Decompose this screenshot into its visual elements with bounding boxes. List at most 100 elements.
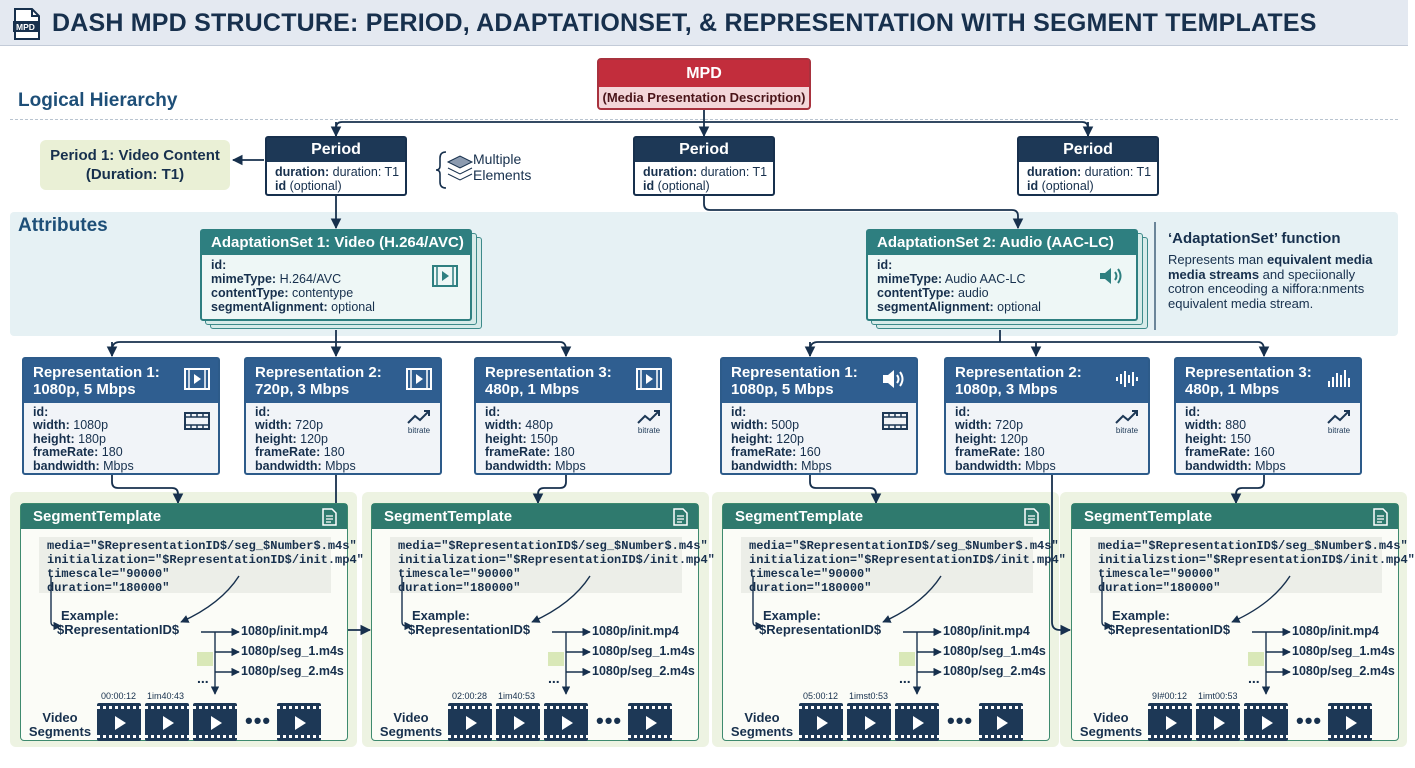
- document-icon: [673, 508, 688, 526]
- rep-attr-value: 180: [553, 445, 575, 460]
- code-line: timescale="90000": [1098, 567, 1221, 581]
- rep-attr-value: 120p: [300, 431, 328, 446]
- representation-subtitle: 480p, 1 Mbps: [485, 381, 580, 398]
- period-attr-key: id: [1027, 179, 1039, 193]
- rep-attr-value: 180: [101, 445, 123, 460]
- play-icon: [997, 716, 1008, 730]
- code-line: media="$RepresentationID$/seg_$Number$.m…: [398, 539, 708, 553]
- rep-attr-key: id:: [955, 405, 971, 419]
- rep-attr-key: frameRate:: [731, 445, 797, 460]
- more-segments-ellipsis: •••: [596, 708, 623, 733]
- rep-attr-value: 180: [1023, 445, 1045, 460]
- rep-attr-key: height:: [955, 431, 997, 446]
- adaptation-attr-key: id:: [211, 258, 227, 272]
- video-segment-thumbnail[interactable]: [799, 703, 843, 741]
- output-file: 1080p/init.mp4: [1292, 624, 1379, 638]
- play-icon: [514, 716, 525, 730]
- adaptation-attr-value: contentype: [292, 286, 354, 300]
- play-icon: [115, 716, 126, 730]
- adaptation-function-title: ‘AdaptationSet’ function: [1168, 230, 1341, 247]
- representation-subtitle: 480p, 1 Mbps: [1185, 381, 1280, 398]
- rep-attr-value: Mbps: [555, 458, 586, 473]
- representation-subtitle: 720p, 3 Mbps: [255, 381, 350, 398]
- representation-title: Representation 2:: [255, 364, 382, 381]
- period-callout-line2: (Duration: T1): [85, 166, 185, 183]
- video-segment-thumbnail[interactable]: [544, 703, 588, 741]
- rep-attr-value: 480p: [525, 418, 554, 433]
- rep-attr-value: 880: [1225, 418, 1247, 433]
- video-segment-thumbnail[interactable]: [448, 703, 492, 741]
- film-icon: [882, 412, 908, 430]
- rep-attr-value: 1080p: [73, 418, 109, 433]
- rep-attr-key: id:: [255, 405, 271, 419]
- example-line2: $RepresentationID$: [57, 622, 180, 637]
- video-segment-thumbnail[interactable]: [1196, 703, 1240, 741]
- video-segment-thumbnail[interactable]: [496, 703, 540, 741]
- timestamp: 02:00:28: [452, 691, 488, 701]
- period-title: Period: [1019, 138, 1157, 162]
- period-attr-value: duration: T1: [332, 165, 400, 179]
- rep-attr-key: height:: [485, 431, 527, 446]
- output-file: 1080p/seg_2.m4s: [1292, 664, 1395, 678]
- timestamp: 1imt00:53: [1198, 691, 1238, 701]
- segment-template-code: media="$RepresentationID$/seg_$Number$.m…: [390, 537, 715, 595]
- video-segment-thumbnail[interactable]: [1148, 703, 1192, 741]
- video-segments-label: Video Segments: [25, 711, 95, 739]
- adaptation-attr-value: optional: [331, 300, 375, 314]
- video-segments-label: Video Segments: [376, 711, 446, 739]
- video-segment-thumbnail[interactable]: [97, 703, 141, 741]
- video-segment-thumbnail[interactable]: [895, 703, 939, 741]
- example-label: Example: $RepresentationID$: [408, 609, 530, 637]
- bitrate-icon: bitrate: [1115, 410, 1139, 435]
- segment-flow-arrows: [50, 575, 240, 695]
- output-file: 1080p/seg_2.m4s: [943, 664, 1046, 678]
- rep-attr-value: Mbps: [801, 458, 832, 473]
- output-file: 1080p/seg_1.m4s: [592, 644, 695, 658]
- multiple-elements-line2: Elements: [473, 167, 532, 183]
- adaptation-set-title: AdaptationSet 1: Video (H.264/AVC): [202, 231, 470, 255]
- video-segment-thumbnail[interactable]: [847, 703, 891, 741]
- rep-attr-value: Mbps: [1255, 458, 1286, 473]
- example-line1: Example:: [61, 608, 119, 623]
- rep-attr-key: frameRate:: [485, 445, 551, 460]
- rep-attr-value: 150p: [530, 431, 558, 446]
- rep-attr-value: 160: [799, 445, 821, 460]
- video-segment-thumbnail[interactable]: [979, 703, 1023, 741]
- rep-attr-key: frameRate:: [33, 445, 99, 460]
- video-segments-line1: Video: [1093, 710, 1129, 725]
- segment-template-title: SegmentTemplate: [372, 504, 698, 529]
- code-line: initialization="$RepresentationID$/init.…: [398, 553, 715, 567]
- period-attr-value: (optional): [657, 179, 710, 193]
- adaptation-function-note: ‘AdaptationSet’ function Represents man …: [1154, 222, 1394, 330]
- rep-attr-value: 720p: [295, 418, 324, 433]
- video-segment-thumbnail[interactable]: [1328, 703, 1372, 741]
- more-segments-ellipsis: •••: [1296, 708, 1323, 733]
- video-segment-thumbnail[interactable]: [277, 703, 321, 741]
- rep-attr-key: width:: [731, 418, 768, 433]
- video-icon: [184, 368, 210, 390]
- adaptation-attr-key: id:: [877, 258, 893, 272]
- video-segment-thumbnail[interactable]: [145, 703, 189, 741]
- bitrate-label: bitrate: [1328, 426, 1351, 435]
- segment-template-box: SegmentTemplate media="$RepresentationID…: [722, 503, 1066, 741]
- more-segments-ellipsis: •••: [947, 708, 974, 733]
- highlight-marker: [1248, 652, 1264, 666]
- segment-template-code: media="$RepresentationID$/seg_$Number$.m…: [39, 537, 364, 595]
- video-segments-line1: Video: [42, 710, 78, 725]
- rep-attr-key: frameRate:: [1185, 445, 1251, 460]
- video-icon: [406, 368, 432, 390]
- document-icon: [1024, 508, 1039, 526]
- segment-flow-arrows: [1101, 575, 1291, 695]
- video-segment-thumbnail[interactable]: [1244, 703, 1288, 741]
- more-files-dots: ...: [548, 670, 560, 686]
- video-segments-line2: Segments: [28, 724, 92, 739]
- rep-attr-key: height:: [731, 431, 773, 446]
- video-segment-thumbnail[interactable]: [193, 703, 237, 741]
- period-title: Period: [635, 138, 773, 162]
- play-icon: [913, 716, 924, 730]
- video-segment-thumbnail[interactable]: [628, 703, 672, 741]
- bitrate-label: bitrate: [638, 426, 661, 435]
- more-segments-ellipsis: •••: [245, 708, 272, 733]
- layers-icon: [446, 155, 474, 181]
